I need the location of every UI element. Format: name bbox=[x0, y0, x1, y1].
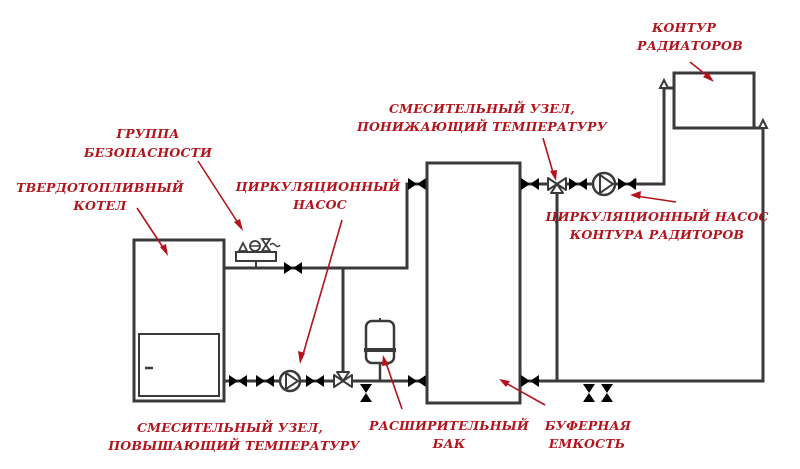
label-expansion-line2: БАК bbox=[432, 436, 466, 451]
label-mix-raise-line2: ПОВЫШАЮЩИЙ ТЕМПЕРАТУРУ bbox=[107, 437, 360, 453]
label-mix-lower-line1: СМЕСИТЕЛЬНЫЙ УЗЕЛ, bbox=[389, 100, 575, 116]
label-buffer-line1: БУФЕРНАЯ bbox=[544, 418, 632, 433]
label-mix-raise-line1: СМЕСИТЕЛЬНЫЙ УЗЕЛ, bbox=[137, 419, 323, 435]
label-radiator-line1: КОНТУР bbox=[651, 20, 717, 35]
three-way-valve-raising-icon[interactable] bbox=[333, 371, 353, 388]
label-radiator-pump-line1: ЦИРКУЛЯЦИОННЫЙ НАСОС bbox=[544, 208, 768, 224]
label-boiler-line1: ТВЕРДОТОПЛИВНЫЙ bbox=[16, 179, 185, 195]
arrowhead-radiator bbox=[703, 72, 714, 82]
label-pump-line1: ЦИРКУЛЯЦИОННЫЙ bbox=[235, 178, 402, 194]
radiator-icon bbox=[658, 71, 769, 130]
pipe-radiator-supply bbox=[618, 86, 676, 186]
boiler bbox=[132, 238, 226, 403]
valve-return-1[interactable] bbox=[229, 375, 247, 387]
arrowhead-safety bbox=[234, 219, 243, 231]
three-way-valve-lowering-icon[interactable] bbox=[547, 177, 567, 194]
label-pump-line2: НАСОС bbox=[292, 197, 347, 212]
valve-return-2[interactable] bbox=[256, 375, 274, 387]
labels: ТВЕРДОТОПЛИВНЫЙ КОТЕЛ ГРУППА БЕЗОПАСНОСТ… bbox=[16, 20, 768, 453]
valve-post-pump[interactable] bbox=[618, 178, 636, 190]
arrow-mix-lower bbox=[542, 137, 555, 177]
arrowhead-boiler bbox=[160, 244, 168, 256]
valve-buffer-bottom-out[interactable] bbox=[521, 375, 539, 387]
valve-drain[interactable] bbox=[360, 384, 372, 402]
valve-buffer-top-in[interactable] bbox=[408, 178, 426, 190]
arrowhead-mix-lower bbox=[550, 170, 557, 181]
label-safety-line1: ГРУППА bbox=[115, 126, 179, 141]
label-radiator-line2: РАДИАТОРОВ bbox=[636, 38, 743, 53]
arrow-expansion bbox=[384, 359, 403, 410]
safety-group-icon bbox=[235, 238, 281, 268]
arrow-buffer bbox=[503, 381, 546, 406]
valve-buffer-bottom-in[interactable] bbox=[408, 375, 426, 387]
arrowhead-pump bbox=[298, 351, 305, 364]
radiator-pump-icon bbox=[591, 171, 617, 197]
valve-return-3[interactable] bbox=[306, 375, 324, 387]
label-buffer-line2: ЕМКОСТЬ bbox=[548, 436, 626, 451]
arrow-boiler bbox=[136, 207, 167, 253]
arrowhead-expansion bbox=[382, 355, 389, 366]
label-radiator-pump-line2: КОНТУРА РАДИТОРОВ bbox=[569, 227, 744, 242]
arrow-pump bbox=[301, 219, 343, 359]
valve-buffer-top-out[interactable] bbox=[521, 178, 539, 190]
arrow-safety bbox=[197, 160, 241, 227]
label-mix-lower-line2: ПОНИЖАЮЩИЙ ТЕМПЕРАТУРУ bbox=[356, 118, 608, 134]
callout-arrows bbox=[136, 61, 714, 410]
valve-drain-2[interactable] bbox=[583, 384, 595, 402]
arrowhead-radiator-pump bbox=[630, 191, 641, 199]
boiler-pump-icon bbox=[278, 369, 302, 393]
valve-supply[interactable] bbox=[284, 262, 302, 274]
arrowhead-buffer bbox=[499, 379, 510, 387]
label-boiler-line2: КОТЕЛ bbox=[72, 198, 127, 213]
valve-drain-3[interactable] bbox=[601, 384, 613, 402]
label-safety-line2: БЕЗОПАСНОСТИ bbox=[83, 145, 213, 160]
expansion-tank-icon bbox=[364, 318, 396, 381]
valve-pre-pump[interactable] bbox=[569, 178, 587, 190]
arrow-radiator-pump bbox=[635, 195, 677, 203]
buffer-tank bbox=[425, 161, 522, 405]
label-expansion-line1: РАСШИРИТЕЛЬНЫЙ bbox=[368, 417, 530, 433]
